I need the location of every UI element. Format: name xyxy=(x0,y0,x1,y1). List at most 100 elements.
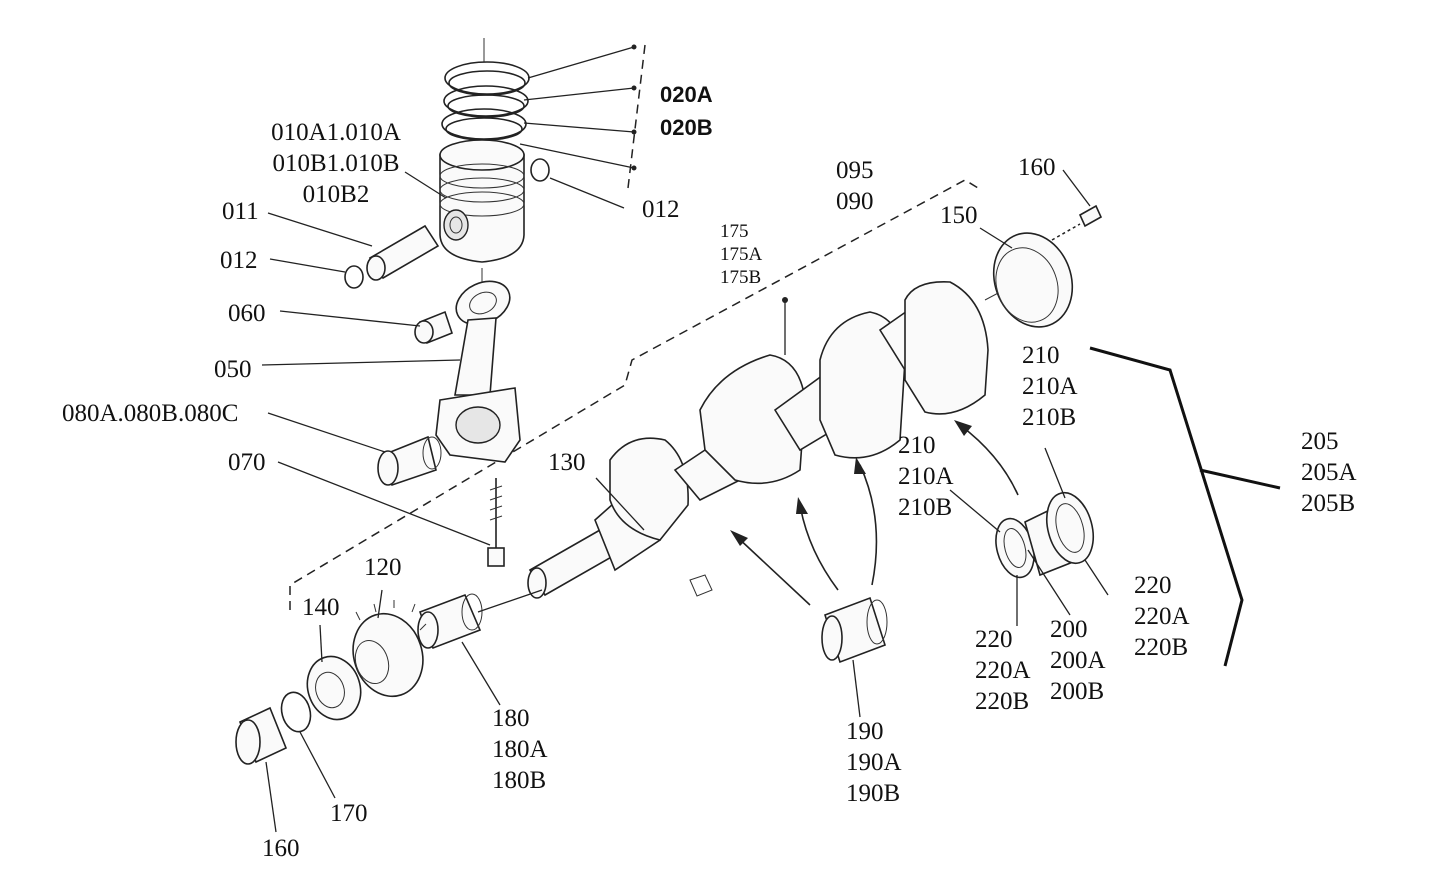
rear-seal-ring xyxy=(992,232,1074,328)
label-line: 190B xyxy=(846,780,901,807)
piston-pin xyxy=(366,224,440,281)
callout-205: 205 205A 205B xyxy=(1301,426,1357,519)
label-line: 175A xyxy=(720,244,763,265)
callout-070: 070 xyxy=(228,447,266,478)
label-line: 130 xyxy=(548,449,586,476)
label-line: 205A xyxy=(1301,459,1357,486)
callout-160-bottom: 160 xyxy=(262,833,300,864)
piston-rings xyxy=(441,38,530,141)
callout-140: 140 xyxy=(302,592,340,623)
group-brace-tick xyxy=(1199,468,1281,490)
label-line: 210 xyxy=(898,432,936,459)
crankshaft xyxy=(527,271,1039,599)
callout-150: 150 xyxy=(940,200,978,231)
label-line: 220A xyxy=(975,657,1031,684)
label-line: 095 xyxy=(836,157,874,184)
label-line: 010A1.010A xyxy=(271,119,401,146)
group-brace xyxy=(1089,346,1244,667)
label-line: 150 xyxy=(940,202,978,229)
label-line: 220 xyxy=(975,626,1013,653)
callout-012-right: 012 xyxy=(642,194,680,225)
label-line: 010B2 xyxy=(302,181,370,208)
label-line: 012 xyxy=(642,196,680,223)
front-bearing xyxy=(417,593,483,650)
label-line: 160 xyxy=(1018,154,1056,181)
callout-020: 020A 020B xyxy=(660,78,713,144)
assembly-dashed-line xyxy=(289,179,979,610)
label-line: 220B xyxy=(975,688,1030,715)
reference-dots xyxy=(631,44,788,303)
connecting-rod xyxy=(435,268,521,463)
label-line: 210 xyxy=(1022,342,1060,369)
o-ring xyxy=(280,691,312,733)
label-line: 210B xyxy=(898,494,953,521)
label-line: 060 xyxy=(228,300,266,327)
label-line: 160 xyxy=(262,835,300,862)
callout-130: 130 xyxy=(548,447,586,478)
callout-012-left: 012 xyxy=(220,245,258,276)
leader-lines xyxy=(261,46,1109,833)
front-sleeve xyxy=(235,706,288,765)
main-bearing-set xyxy=(995,491,1095,579)
label-line: 011 xyxy=(222,198,259,225)
label-line: 220A xyxy=(1134,603,1190,630)
label-line: 210A xyxy=(898,463,954,490)
callout-200: 200 200A 200B xyxy=(1050,614,1106,707)
callout-175: 175 175A 175B xyxy=(720,220,762,289)
assembly-arrows xyxy=(730,420,1019,606)
callout-010: 010A1.010A 010B1.010B 010B2 xyxy=(252,117,420,210)
label-line: 050 xyxy=(214,356,252,383)
label-line: 010B1.010B xyxy=(272,150,400,177)
label-line: 020A xyxy=(660,82,713,107)
rod-bearing xyxy=(377,435,442,487)
callout-180: 180 180A 180B xyxy=(492,703,548,796)
label-line: 180A xyxy=(492,736,548,763)
dowel-pin xyxy=(1051,204,1103,241)
label-line: 090 xyxy=(836,188,874,215)
timing-gear xyxy=(306,655,362,721)
piston xyxy=(439,139,525,263)
label-line: 200 xyxy=(1050,616,1088,643)
label-line: 220B xyxy=(1134,634,1189,661)
callout-095-090: 095 090 xyxy=(836,155,874,217)
label-line: 140 xyxy=(302,594,340,621)
label-line: 190A xyxy=(846,749,902,776)
callout-060: 060 xyxy=(228,298,266,329)
label-line: 205 xyxy=(1301,428,1339,455)
label-line: 170 xyxy=(330,800,368,827)
callout-220-left: 220 220A 220B xyxy=(975,624,1031,717)
callout-011: 011 xyxy=(222,196,259,227)
label-line: 205B xyxy=(1301,490,1356,517)
label-line: 180 xyxy=(492,705,530,732)
label-line: 210B xyxy=(1022,404,1077,431)
label-line: 020B xyxy=(660,115,713,140)
label-line: 080A.080B.080C xyxy=(62,400,239,427)
label-line: 012 xyxy=(220,247,258,274)
callout-050: 050 xyxy=(214,354,252,385)
small-end-bushing xyxy=(414,310,453,345)
label-line: 175B xyxy=(720,267,762,288)
callout-160-top: 160 xyxy=(1018,152,1056,183)
label-line: 210A xyxy=(1022,373,1078,400)
label-line: 190 xyxy=(846,718,884,745)
label-line: 200B xyxy=(1050,678,1105,705)
center-main-bearing xyxy=(821,596,888,664)
circlip-left xyxy=(344,265,364,289)
label-line: 200A xyxy=(1050,647,1106,674)
callout-170: 170 xyxy=(330,798,368,829)
label-line: 120 xyxy=(364,554,402,581)
callout-120: 120 xyxy=(364,552,402,583)
label-line: 070 xyxy=(228,449,266,476)
label-line: 175 xyxy=(720,221,749,242)
crankshaft-gear xyxy=(352,600,427,698)
ring-group-dashed-bracket xyxy=(627,44,646,189)
callout-220-right: 220 220A 220B xyxy=(1134,570,1190,663)
label-line: 180B xyxy=(492,767,547,794)
rod-bolt xyxy=(487,478,505,567)
callout-210-left: 210 210A 210B xyxy=(898,430,954,523)
label-line: 220 xyxy=(1134,572,1172,599)
callout-210-right: 210 210A 210B xyxy=(1022,340,1078,433)
callout-080: 080A.080B.080C xyxy=(62,398,238,429)
